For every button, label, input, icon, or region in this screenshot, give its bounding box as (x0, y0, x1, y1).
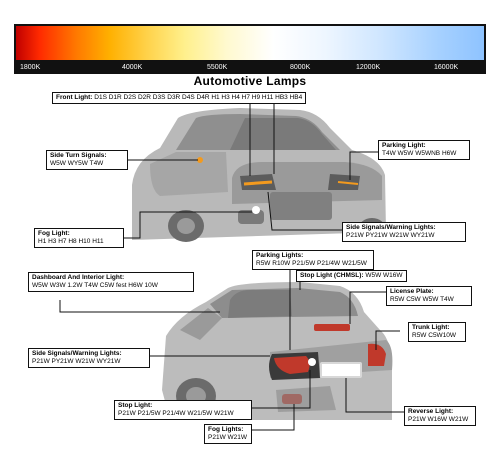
front-side-warning-lights-values: P21W PY21W W21W WY21W (346, 232, 435, 239)
stop-light-callout: Stop Light: P21W P21/5W P21/4W W21/5W W2… (114, 400, 252, 420)
dashboard-interior-light-values: W5W W3W 1.2W T4W C5W fest H6W 10W (32, 282, 158, 289)
front-light-callout: Front Light: D1S D1R D2S D2R D3S D3R D4S… (52, 92, 307, 104)
front-car-illustration (132, 108, 386, 242)
rear-side-warning-lights-values: P21W PY21W W21W WY21W (32, 358, 121, 365)
front-parking-light-label: Parking Light: (382, 142, 426, 149)
front-fog-light-values: H1 H3 H7 H8 H10 H11 (38, 238, 104, 245)
trunk-light-label: Trunk Light: (412, 324, 450, 331)
rear-fog-lights-values: P21W W21W (208, 434, 248, 441)
trunk-light-values: R5W C5W10W (412, 332, 457, 339)
rear-parking-lights-label: Parking Lights: (256, 252, 304, 259)
front-side-warning-lights-label: Side Signals/Warning Lights: (346, 224, 436, 231)
reverse-light-label: Reverse Light: (408, 408, 454, 415)
front-fog-light-callout: Fog Light: H1 H3 H7 H8 H10 H11 (34, 228, 124, 248)
side-turn-signals-values: W5W WY5W T4W (50, 160, 104, 167)
stop-light-chmsl-callout: Stop Light (CHMSL): W5W W16W (296, 270, 407, 282)
scale-label-12000k: 12000K (356, 64, 381, 71)
trunk-light-callout: Trunk Light: R5W C5W10W (408, 322, 466, 342)
stop-light-chmsl-label: Stop Light (CHMSL): (300, 272, 364, 279)
side-turn-signals-callout: Side Turn Signals: W5W WY5W T4W (46, 150, 128, 170)
scale-label-5500k: 5500K (207, 64, 228, 71)
license-plate-label: License Plate: (390, 288, 434, 295)
rear-parking-lights-callout: Parking Lights: R5W R10W P21/5W P21/4W W… (252, 250, 374, 270)
front-side-warning-lights-callout: Side Signals/Warning Lights: P21W PY21W … (342, 222, 466, 242)
front-parking-light-values: T4W W5W W5WNB H6W (382, 150, 457, 157)
stop-light-chmsl-values: W5W W16W (365, 272, 403, 279)
license-plate-callout: License Plate: R5W C5W W5W T4W (386, 286, 472, 306)
page-title: Automotive Lamps (193, 74, 307, 88)
dashboard-interior-light-callout: Dashboard And Interior Light: W5W W3W 1.… (28, 272, 194, 292)
scale-label-4000k: 4000K (122, 64, 143, 71)
license-plate-values: R5W C5W W5W T4W (390, 296, 454, 303)
front-light-values: D1S D1R D2S D2R D3S D3R D4S D4R H1 H3 H4… (94, 94, 303, 101)
rear-car-illustration (162, 282, 393, 420)
rear-fog-lights-label: Fog Lights: (208, 426, 244, 433)
color-temperature-scale: 1800K 4000K 5500K 8000K 12000K 16000K (14, 62, 486, 74)
side-turn-signals-label: Side Turn Signals: (50, 152, 107, 159)
rear-fog-lights-callout: Fog Lights: P21W W21W (204, 424, 252, 444)
front-fog-light-label: Fog Light: (38, 230, 70, 237)
front-light-label: Front Light: (56, 94, 93, 101)
stop-light-label: Stop Light: (118, 402, 153, 409)
color-temperature-gradient (14, 24, 486, 62)
scale-label-16000k: 16000K (434, 64, 459, 71)
scale-label-8000k: 8000K (290, 64, 311, 71)
scale-label-1800k: 1800K (20, 64, 41, 71)
reverse-light-values: P21W W16W W21W (408, 416, 469, 423)
front-parking-light-callout: Parking Light: T4W W5W W5WNB H6W (378, 140, 470, 160)
rear-side-warning-lights-callout: Side Signals/Warning Lights: P21W PY21W … (28, 348, 150, 368)
stop-light-values: P21W P21/5W P21/4W W21/5W W21W (118, 410, 234, 417)
reverse-light-callout: Reverse Light: P21W W16W W21W (404, 406, 476, 426)
rear-side-warning-lights-label: Side Signals/Warning Lights: (32, 350, 122, 357)
rear-parking-lights-values: R5W R10W P21/5W P21/4W W21/5W (256, 260, 367, 267)
dashboard-interior-light-label: Dashboard And Interior Light: (32, 274, 125, 281)
